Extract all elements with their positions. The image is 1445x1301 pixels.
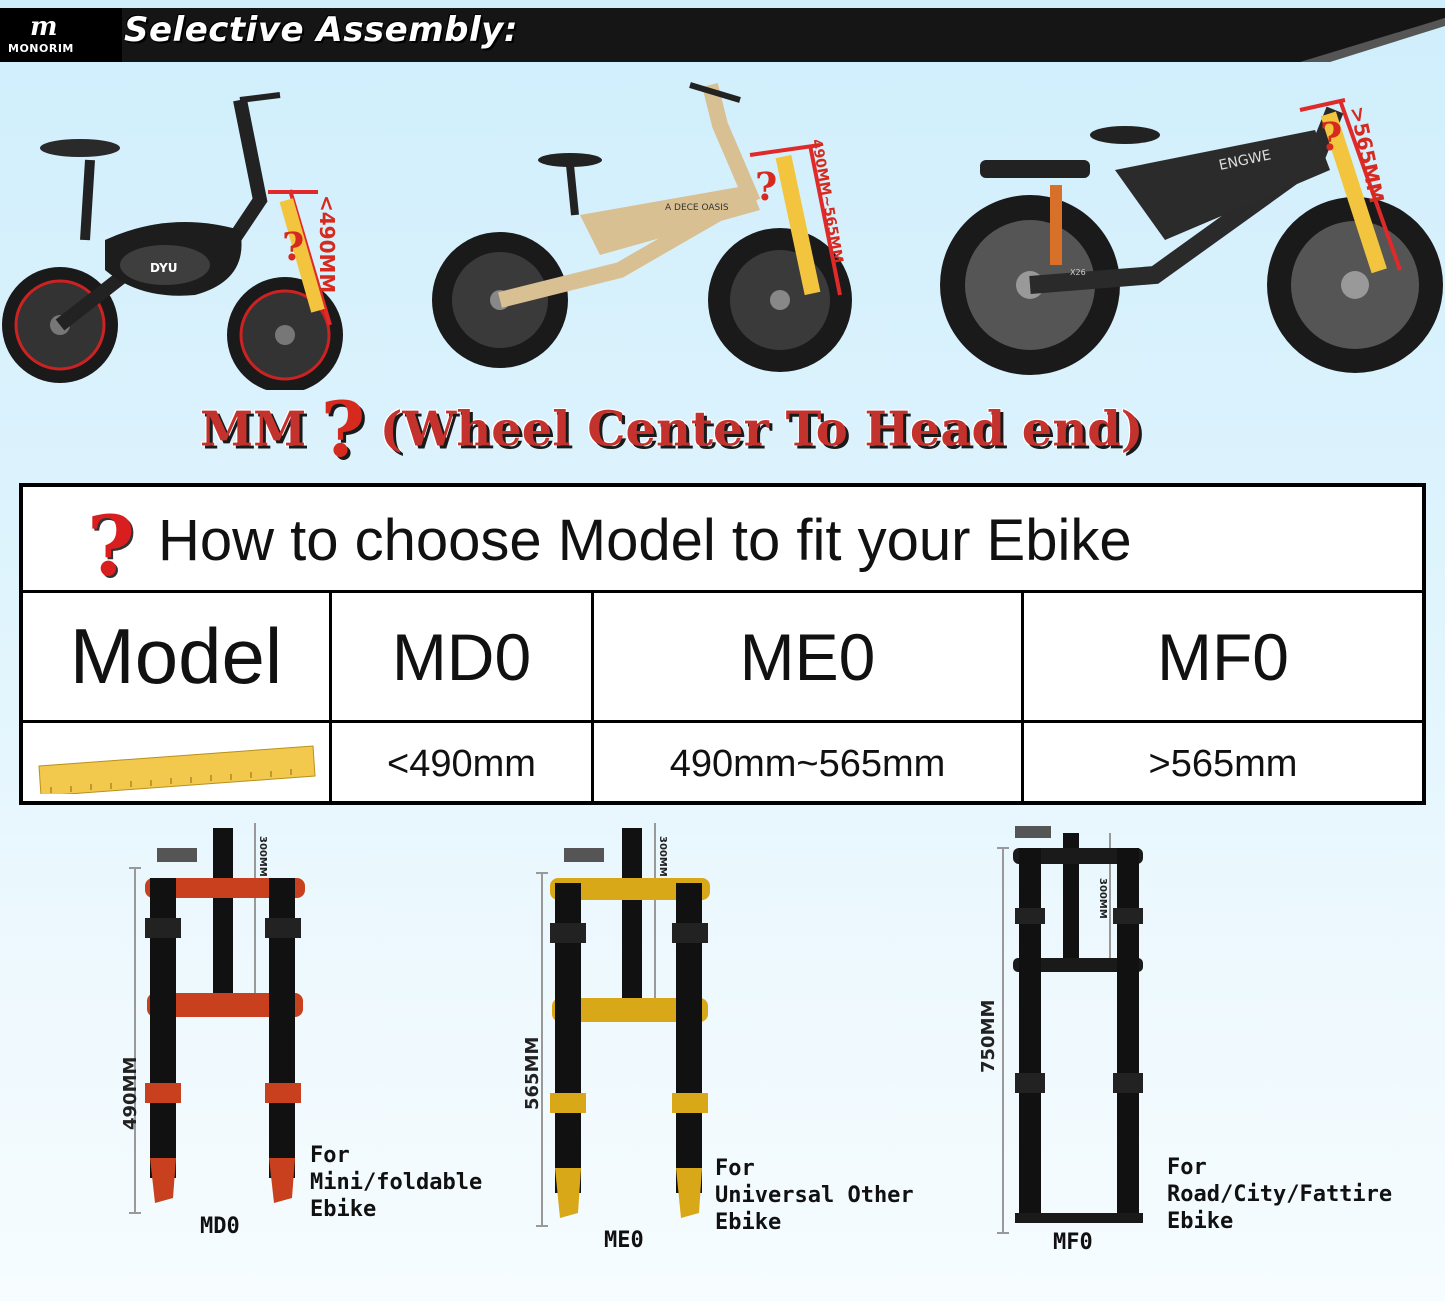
fork-me0-length: 565MM <box>522 1036 543 1110</box>
range-value: <490mm <box>387 742 536 785</box>
model-name: MF0 <box>1157 619 1289 694</box>
fork-me0-name: ME0 <box>604 1228 644 1253</box>
caption-line: Ebike <box>1167 1209 1234 1234</box>
table-title: How to choose Model to fit your Ebike <box>158 508 1132 573</box>
measurement-heading: MM ? (Wheel Center To Head end) <box>200 385 1144 475</box>
caption-line: Road/City/Fattire <box>1167 1182 1393 1207</box>
model-cell-me0: ME0 <box>594 593 1021 720</box>
fork-md0-caption: For Mini/foldable Ebike <box>310 1142 482 1223</box>
range-cell-mf0: >565mm <box>1024 723 1422 805</box>
heading-prefix: MM <box>200 401 307 458</box>
caption-line: For <box>715 1156 755 1181</box>
model-header-cell: Model <box>23 593 329 720</box>
bike-universal-image: A DECE OASIS ? 490MM~565MM <box>432 82 852 372</box>
fork-mf0-image <box>997 826 1143 1234</box>
svg-text:DYU: DYU <box>150 261 178 275</box>
model-cell-mf0: MF0 <box>1024 593 1422 720</box>
ruler-cell <box>23 723 329 805</box>
svg-text:<490MM: <490MM <box>315 195 339 293</box>
caption-line: Mini/foldable <box>310 1170 483 1195</box>
bike-mini-image: DYU ? <490MM <box>2 92 343 390</box>
fork-me0-caption: For Universal Other Ebike <box>715 1155 914 1236</box>
ruler-icon <box>38 745 316 794</box>
model-header: Model <box>69 612 283 700</box>
model-table: ? How to choose Model to fit your Ebike … <box>19 483 1426 805</box>
range-value: >565mm <box>1148 742 1298 785</box>
svg-text:?: ? <box>1320 114 1342 159</box>
table-title-row: ? How to choose Model to fit your Ebike <box>23 487 1422 595</box>
fork-md0-top: 300MM <box>257 836 268 877</box>
svg-text:X26: X26 <box>1070 268 1086 277</box>
caption-line: For <box>310 1143 350 1168</box>
svg-text:?: ? <box>755 164 777 209</box>
fork-md0-length: 490MM <box>120 1056 141 1130</box>
table-question-icon: ? <box>87 499 136 595</box>
caption-line: Ebike <box>310 1197 377 1222</box>
fork-md0-image <box>129 823 305 1214</box>
fork-mf0-caption: For Road/City/Fattire Ebike <box>1167 1154 1392 1235</box>
heading-question-icon: ? <box>320 385 366 474</box>
fork-mf0-name: MF0 <box>1053 1230 1093 1255</box>
fork-mf0-length: 750MM <box>978 999 999 1073</box>
caption-line: Universal Other <box>715 1183 914 1208</box>
caption-line: For <box>1167 1155 1207 1180</box>
model-name: MD0 <box>391 619 532 694</box>
range-value: 490mm~565mm <box>669 742 946 785</box>
bike-fattire-image: ENGWE X26 ? >565MM <box>940 98 1443 375</box>
model-cell-md0: MD0 <box>332 593 591 720</box>
range-cell-me0: 490mm~565mm <box>594 723 1021 805</box>
brand-logo: m MONORIM <box>0 8 122 62</box>
svg-text:?: ? <box>282 224 304 269</box>
heading-text: (Wheel Center To Head end) <box>379 401 1144 458</box>
fork-md0-name: MD0 <box>200 1214 240 1239</box>
header-banner <box>0 8 1445 62</box>
svg-text:A DECE OASIS: A DECE OASIS <box>665 203 729 213</box>
fork-mf0-top: 300MM <box>1097 878 1108 919</box>
fork-me0-image <box>536 823 710 1227</box>
fork-me0-top: 300MM <box>657 836 668 877</box>
range-cell-md0: <490mm <box>332 723 591 805</box>
model-name: ME0 <box>739 619 876 694</box>
caption-line: Ebike <box>715 1210 782 1235</box>
brand-name: MONORIM <box>8 42 74 55</box>
brand-mark: m <box>30 12 58 42</box>
page-title: Selective Assembly: <box>124 10 518 50</box>
